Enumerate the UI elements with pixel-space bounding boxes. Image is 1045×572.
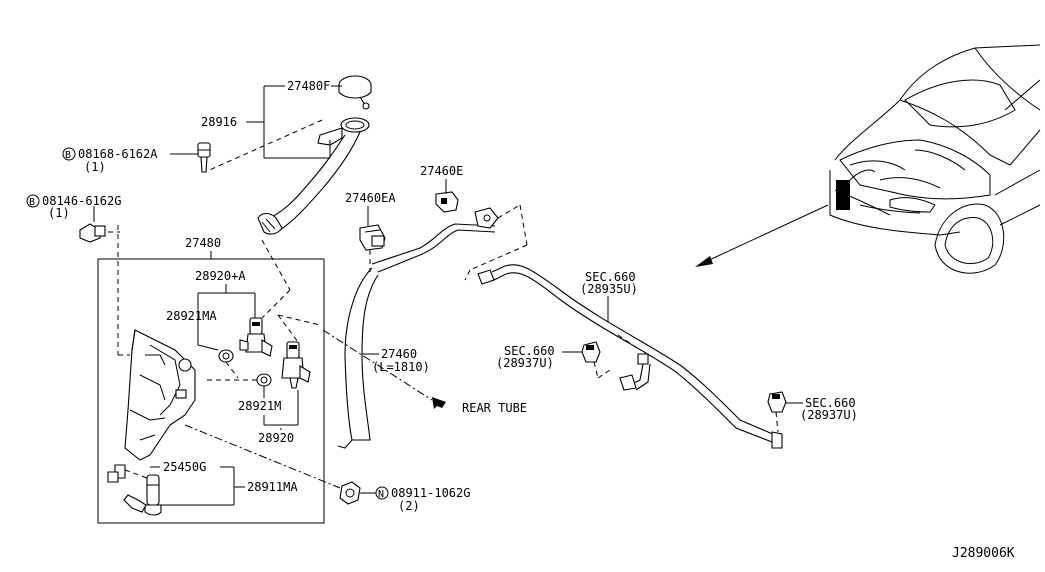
pointer-arrow-line (704, 204, 829, 263)
nozzle-28937U-a (581, 341, 601, 363)
label-sec660-a: SEC.660 (585, 270, 636, 284)
reservoir-tank (124, 329, 196, 461)
label-28921MA: 28921MA (166, 309, 217, 323)
label-sec660-a-ref: (28935U) (580, 282, 638, 296)
label-sec660-c-ref: (28937U) (800, 408, 858, 422)
grommet-28921M (256, 373, 272, 387)
label-25450G: 25450G (163, 460, 206, 474)
bolt-08168-6162A (197, 142, 211, 173)
clip-27460EA (359, 224, 386, 251)
rear-tube-arrow (432, 397, 446, 409)
nut-marker-n-letter: N (378, 489, 384, 500)
nozzle-28937U-b (767, 391, 787, 413)
bolt-08146-6162G (79, 223, 106, 243)
diagram-id: J289006K (952, 546, 1015, 561)
label-sec660-b: SEC.660 (504, 344, 555, 358)
label-28921M: 28921M (238, 399, 281, 413)
bolt-marker-b-2-letter: B (29, 197, 35, 208)
label-rear-tube: REAR TUBE (462, 401, 527, 415)
pump-28920-a (239, 317, 273, 357)
grommet-28921MA (218, 349, 234, 363)
filler-neck-28916 (257, 117, 370, 235)
label-sec660-c: SEC.660 (805, 396, 856, 410)
label-28920+A: 28920+A (195, 269, 246, 283)
label-08168-6162A: 08168-6162A (78, 147, 158, 161)
label-08146-6162G: 08146-6162G (42, 194, 121, 208)
label-28920: 28920 (258, 431, 294, 445)
bolt-marker-b-1-letter: B (65, 150, 71, 161)
label-28911MA: 28911MA (247, 480, 298, 494)
label-sec660-b-ref: (28937U) (496, 356, 554, 370)
filler-cap-27480F (338, 75, 372, 110)
label-27460EA: 27460EA (345, 191, 396, 205)
nut-08911-1062G (339, 481, 361, 505)
vehicle-illustration (829, 44, 1041, 274)
label-08168-6162A-qty: (1) (84, 160, 106, 174)
level-sensor-25450G (107, 464, 162, 516)
nut-marker-n (375, 486, 389, 500)
washer-tube-28935U (477, 264, 783, 449)
label-27480: 27480 (185, 236, 221, 250)
label-27460: 27460 (381, 347, 417, 361)
bolt-marker-b-1 (62, 147, 76, 161)
label-08911-1062G-qty: (2) (398, 499, 420, 513)
pump-28920 (281, 341, 311, 389)
label-28916: 28916 (201, 115, 237, 129)
label-27480F: 27480F (287, 79, 330, 93)
bolt-marker-b-2 (26, 194, 40, 208)
label-08911-1062G: 08911-1062G (391, 486, 470, 500)
clip-27460E (435, 191, 499, 229)
label-27460E: 27460E (420, 164, 463, 178)
hose-27460 (337, 223, 496, 449)
pointer-arrowhead (695, 256, 713, 267)
label-08146-6162G-qty: (1) (48, 206, 70, 220)
